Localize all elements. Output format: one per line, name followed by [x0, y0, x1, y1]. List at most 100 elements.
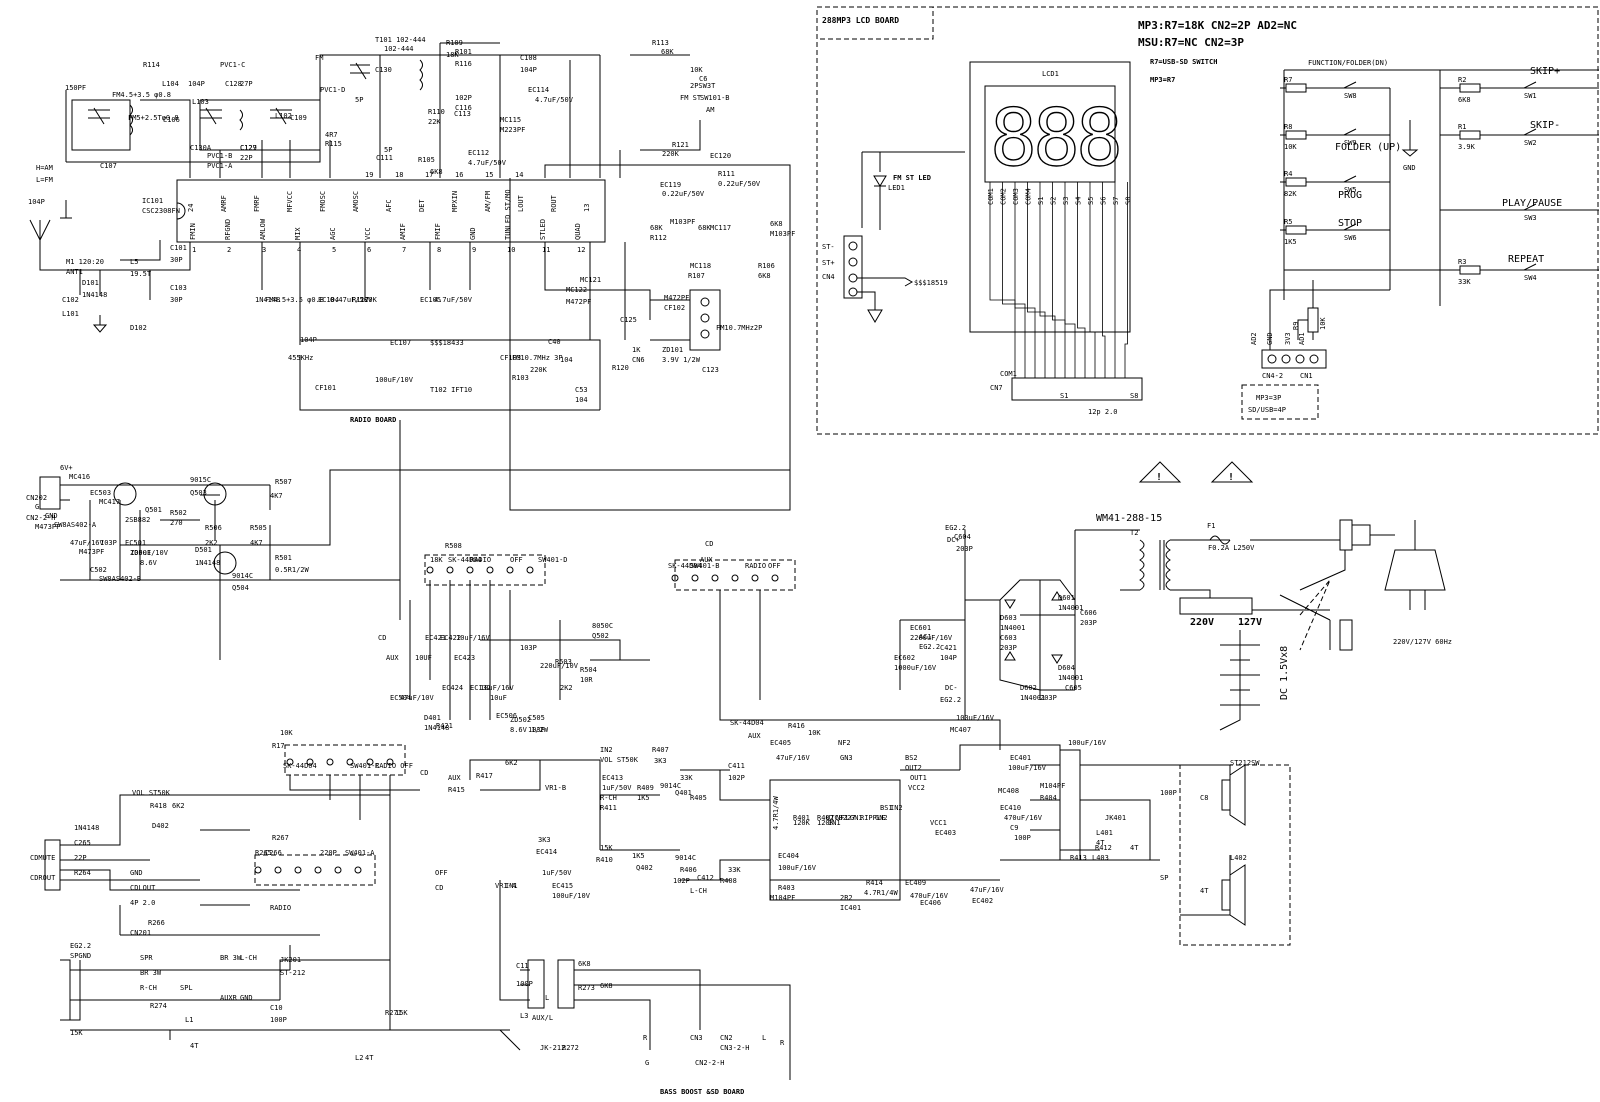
lcd-pin-label: COM1	[987, 188, 995, 205]
led-symbol	[873, 175, 887, 230]
lcd-outline	[969, 61, 1131, 333]
radio-part-label: $$$18433	[430, 339, 464, 347]
main-part-label: JK-212	[540, 1044, 565, 1052]
radio-part-label: 4R7	[325, 131, 338, 139]
cn7-trace	[1064, 215, 1076, 378]
radio-part-label: 5P	[384, 146, 392, 154]
ic101-pin-num: 9	[472, 246, 476, 254]
power-part-label: EG2.2	[919, 643, 940, 651]
main-part-label: 47uF/16V	[970, 886, 1005, 894]
cn4-pin-2	[848, 257, 858, 267]
switch-strip-pin	[751, 574, 759, 582]
switch-resistor	[1285, 130, 1307, 140]
main-part-label: 270	[170, 519, 183, 527]
power-part-label: D603	[1000, 614, 1017, 622]
radio-part-label: C129	[240, 144, 257, 152]
power-part-label: 1N4001	[1020, 694, 1045, 702]
main-part-label: OFF	[435, 869, 448, 877]
led-wire	[861, 151, 965, 228]
main-part-label: RADIO	[270, 904, 291, 912]
jk201-symbol	[70, 960, 81, 1021]
radio-part-label: 1N4148	[82, 291, 107, 299]
main-part-label: 18K	[430, 556, 443, 564]
power-section: ! ! WM41-288-15 T2 F1 F0.2A L250V 220V 1…	[894, 461, 1452, 731]
ic101-bottom-pin: MIX	[294, 227, 302, 240]
radio-part-label: MC118	[690, 262, 711, 270]
main-part-label: MC416	[69, 473, 90, 481]
cn7-s1: S1	[1060, 392, 1068, 400]
radio-part-label: SW101-B	[700, 94, 730, 102]
main-part-label: 470uF/16V	[910, 892, 949, 900]
main-part-label: CN2-2-H	[26, 514, 56, 522]
main-part-label: 4P 2.0	[130, 899, 155, 907]
main-part-label: MC417	[99, 498, 120, 506]
radio-part-label: D102	[130, 324, 147, 332]
power-part-label: C421	[940, 644, 957, 652]
cn7-trace	[1052, 215, 1066, 378]
radio-part-label: 4.7uF/50V	[434, 296, 473, 304]
fuse-symbol	[1209, 535, 1231, 545]
main-part-label: R415	[448, 786, 465, 794]
sw401-c-strip	[284, 744, 406, 776]
lcd-board-border	[816, 6, 1599, 435]
main-part-label: 15K	[395, 1009, 408, 1017]
main-part-label: 10uF/16V	[480, 684, 515, 692]
main-part-label: G	[645, 1059, 649, 1067]
spr-coil	[1221, 779, 1231, 811]
radio-part-label: H=AM	[36, 164, 53, 172]
lcd-note-1: MP3:R7=18K CN2=2P AD2=NC	[1138, 19, 1297, 32]
main-part-label: M473PF	[79, 548, 104, 556]
main-part-label: BR 3W	[220, 954, 242, 962]
ic101-top-pin: FMOSC	[319, 191, 327, 212]
switch-ref: SW1	[1524, 92, 1537, 100]
switch-contact	[1338, 223, 1362, 231]
main-part-label: R411	[600, 804, 617, 812]
main-part-label: EC132	[470, 684, 491, 692]
main-part-label: C11	[516, 962, 529, 970]
switch-strip-pin	[274, 866, 282, 874]
main-part-label: CD	[378, 634, 386, 642]
ic101-pin-num: 4	[297, 246, 301, 254]
radio-part-label: 104P	[520, 66, 537, 74]
main-part-label: IN2	[890, 804, 903, 812]
switch-resistor-value: 1K5	[1284, 238, 1297, 246]
radio-part-label: CF103	[500, 354, 521, 362]
main-part-label: 4T	[1200, 887, 1209, 895]
r9-ref: R9	[1292, 322, 1300, 330]
main-part-label: L402	[1230, 854, 1247, 862]
switch-ref: SW6	[1344, 234, 1357, 242]
main-part-label: 2R2	[840, 894, 853, 902]
radio-part-label: R112	[650, 234, 667, 242]
switch-strip-pin	[771, 574, 779, 582]
radio-part-label: EC107	[390, 339, 411, 347]
cn7-trace	[1102, 215, 1106, 378]
main-part-label: EC415	[552, 882, 573, 890]
radio-part-label: MC122	[566, 286, 587, 294]
switch-resistor-ref: R7	[1284, 76, 1292, 84]
ic101-body	[176, 179, 606, 243]
switch-contact	[1518, 81, 1542, 89]
ic101-top-pin: AMOSC	[352, 191, 360, 212]
main-part-label: R413	[1070, 854, 1087, 862]
lcd-note-3: R7=USB-SD SWITCH	[1150, 58, 1217, 66]
main-part-label: 100P	[516, 980, 533, 988]
main-part-label: GN1	[850, 814, 863, 822]
switch-pins	[254, 566, 779, 874]
radio-part-label: 104	[560, 356, 573, 364]
radio-part-label: D101	[82, 279, 99, 287]
main-part-label: 1N4148	[424, 724, 449, 732]
main-part-label: R406	[680, 866, 697, 874]
main-part-label: L401	[1096, 829, 1113, 837]
main-part-label: ST212SW	[1230, 759, 1260, 767]
main-part-label: 3K3	[654, 757, 667, 765]
cn7-trace	[1039, 215, 1056, 378]
main-part-label: CN3	[690, 1034, 703, 1042]
power-part-label: D602	[1020, 684, 1037, 692]
main-part-label: AUXR	[220, 994, 238, 1002]
main-part-label: OFF	[768, 562, 781, 570]
main-part-label: MC407	[950, 726, 971, 734]
cn7-s8: S8	[1130, 392, 1138, 400]
